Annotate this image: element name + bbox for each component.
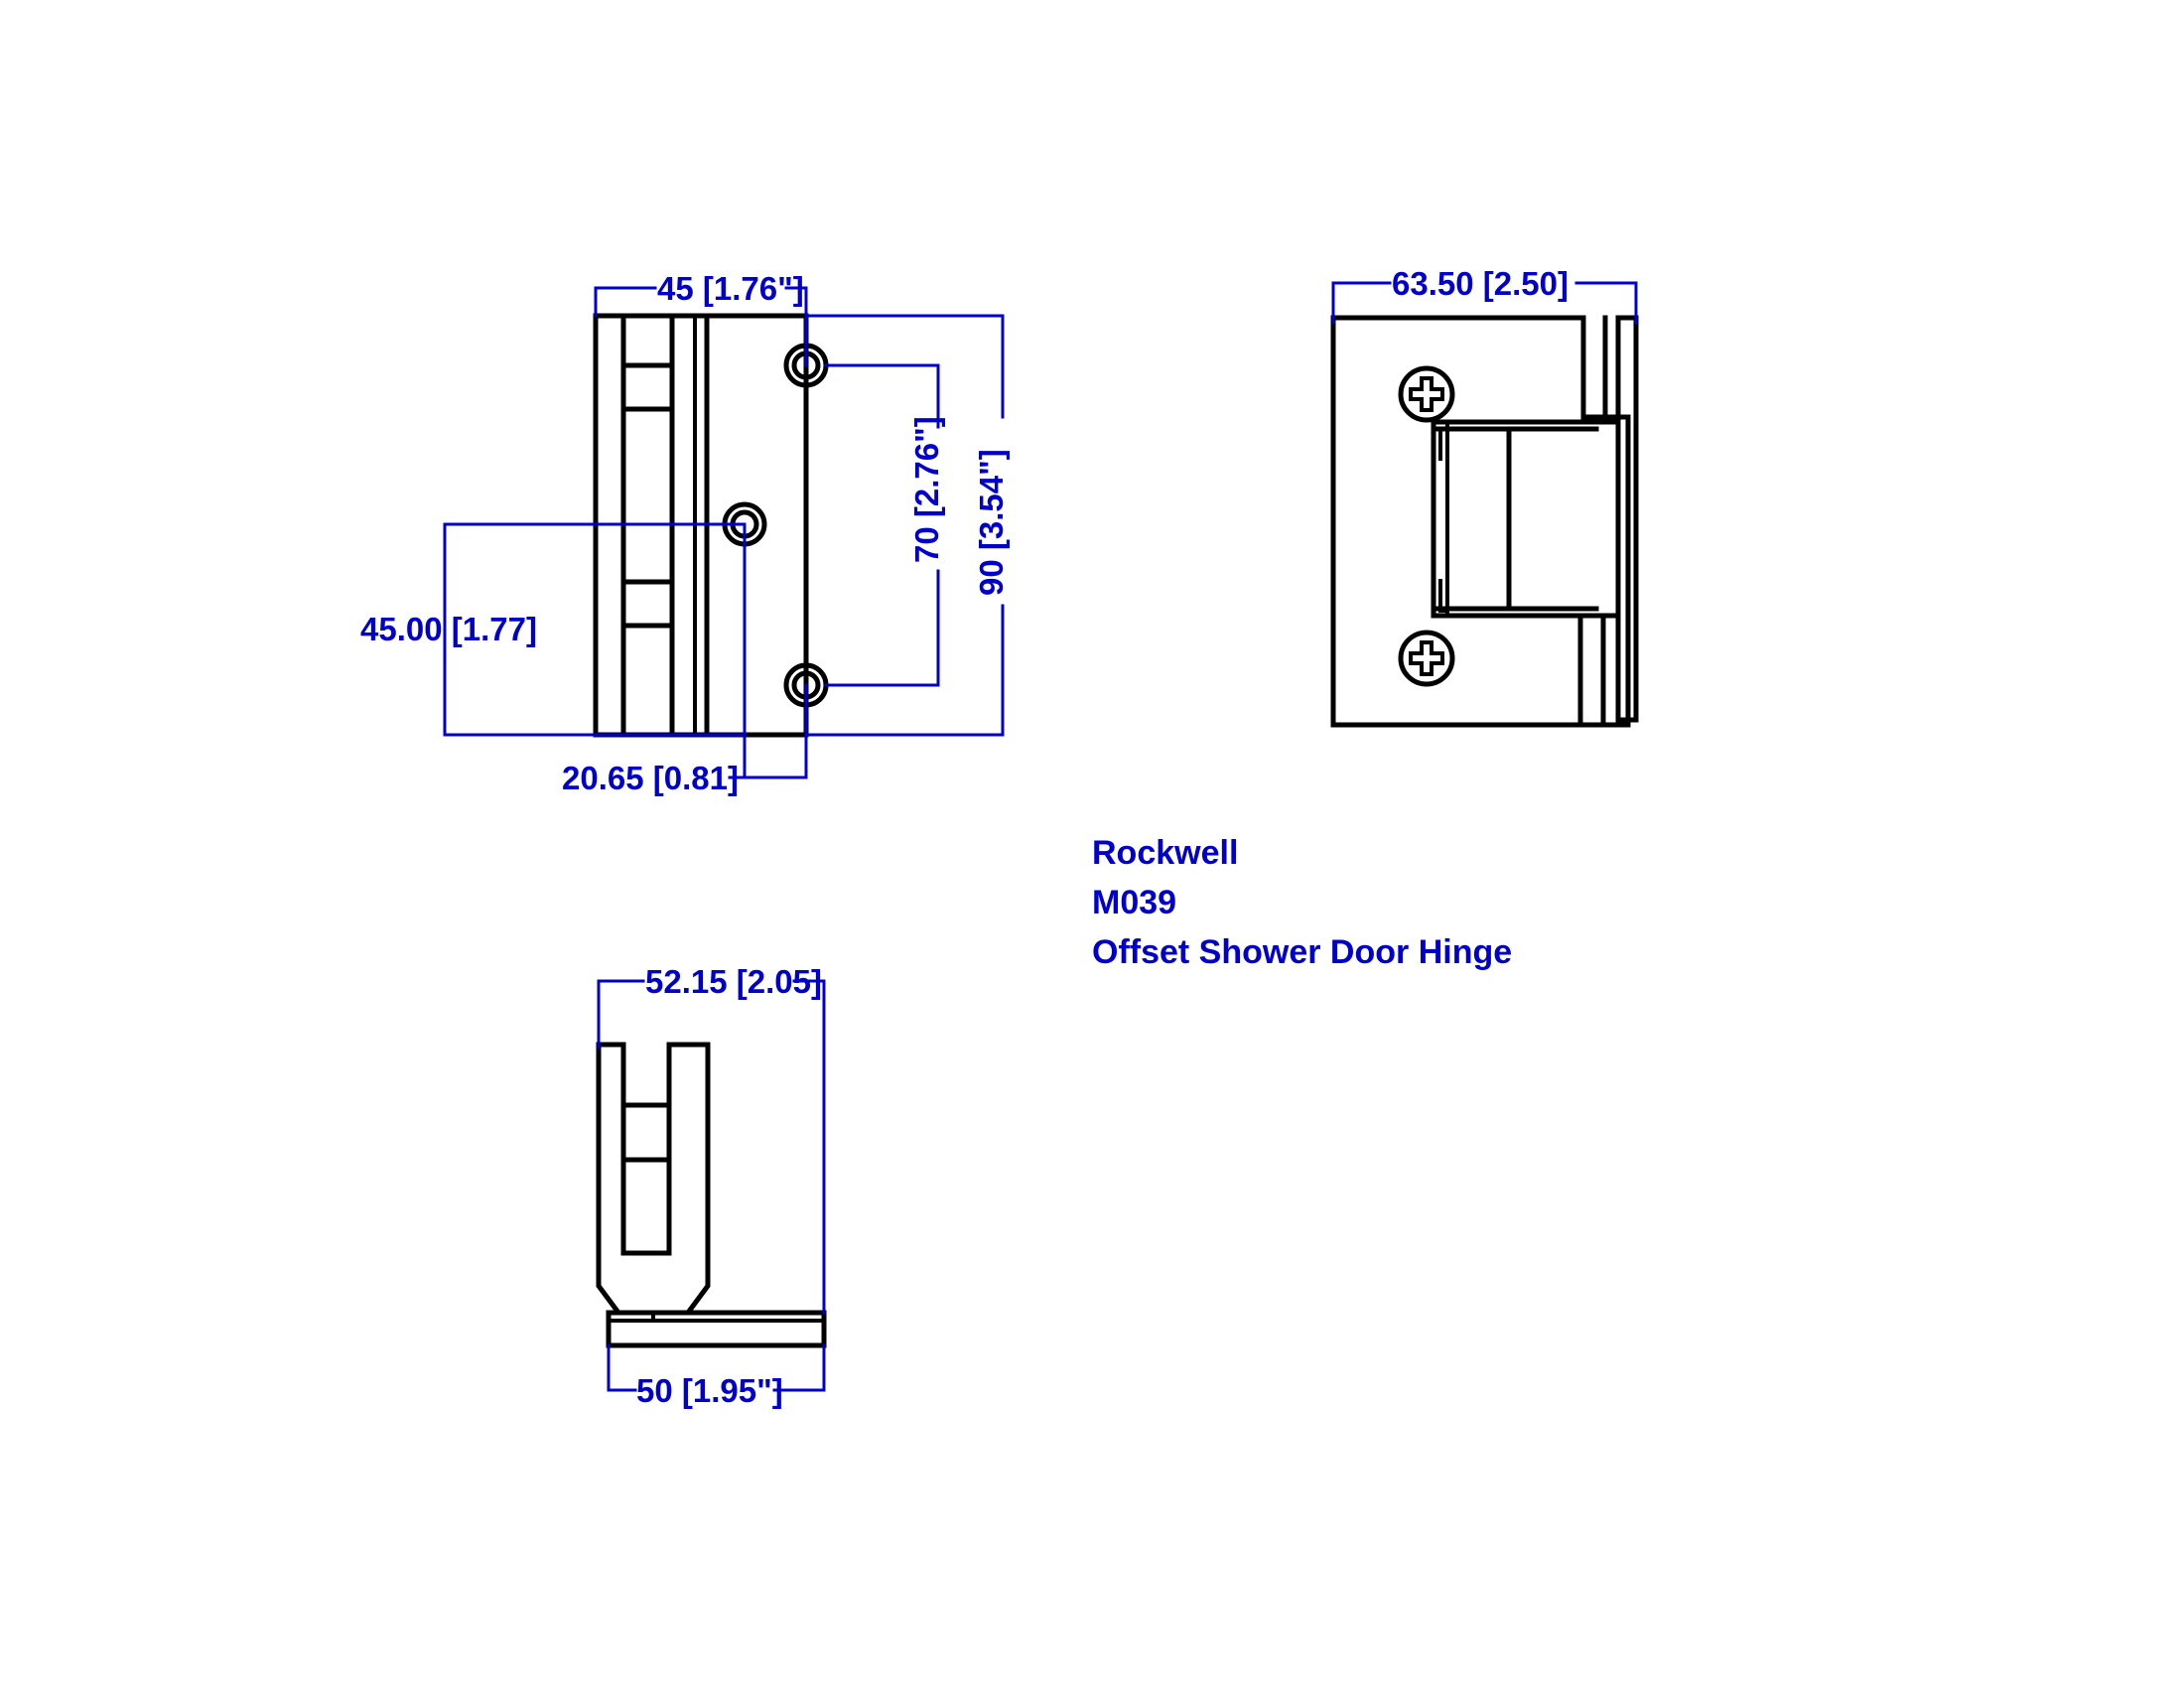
- dimension-width-45: 45 [1.76"]: [594, 270, 808, 367]
- dimension-height-90: 90 [3.54"]: [804, 314, 1010, 737]
- dimension-base-50: 50 [1.95"]: [607, 1343, 826, 1409]
- dimension-label-width-45: 45 [1.76"]: [657, 270, 804, 307]
- mounting-base-plate: [606, 1310, 827, 1348]
- dimension-offset-45-00: 45.00 [1.77]: [360, 522, 747, 737]
- dimension-label-depth-63-50: 63.50 [2.50]: [1392, 265, 1569, 302]
- title-block: Rockwell M039 Offset Shower Door Hinge: [1092, 834, 1512, 971]
- side-view: 63.50 [2.50]: [1330, 265, 1639, 728]
- top-view-body-outline: [596, 1042, 711, 1316]
- glass-channel-slot: [620, 1102, 672, 1163]
- side-view-lower-tab: [1577, 613, 1606, 728]
- phillips-screw-top: [1398, 365, 1455, 423]
- glass-clamp-block: [1431, 419, 1621, 619]
- dimension-depth-63-50: 63.50 [2.50]: [1331, 265, 1638, 325]
- front-view: 45 [1.76"] 90 [3.54"] 70 [2.76"] 45.00 […: [360, 270, 1010, 796]
- title-brand: Rockwell: [1092, 834, 1238, 872]
- phillips-cross-top: [1409, 376, 1444, 412]
- dimension-offset-20-65: 20.65 [0.81]: [562, 522, 808, 796]
- dimension-label-offset-45-00: 45.00 [1.77]: [360, 611, 537, 647]
- phillips-cross-bottom: [1409, 640, 1444, 676]
- dimension-width-52-15: 52.15 [2.05]: [597, 963, 826, 1315]
- dimension-label-offset-20-65: 20.65 [0.81]: [562, 760, 739, 796]
- title-product: Offset Shower Door Hinge: [1092, 933, 1512, 971]
- top-view: 52.15 [2.05] 50 [1.95"]: [596, 963, 827, 1409]
- title-model: M039: [1092, 884, 1176, 921]
- dimension-label-height-90: 90 [3.54"]: [973, 449, 1010, 596]
- dimension-label-base-50: 50 [1.95"]: [636, 1372, 783, 1409]
- phillips-screw-bottom: [1398, 630, 1455, 687]
- dimension-label-width-52-15: 52.15 [2.05]: [645, 963, 822, 1000]
- dimension-hole-spacing-70: 70 [2.76"]: [824, 363, 945, 687]
- dimension-label-hole-spacing-70: 70 [2.76"]: [908, 416, 945, 563]
